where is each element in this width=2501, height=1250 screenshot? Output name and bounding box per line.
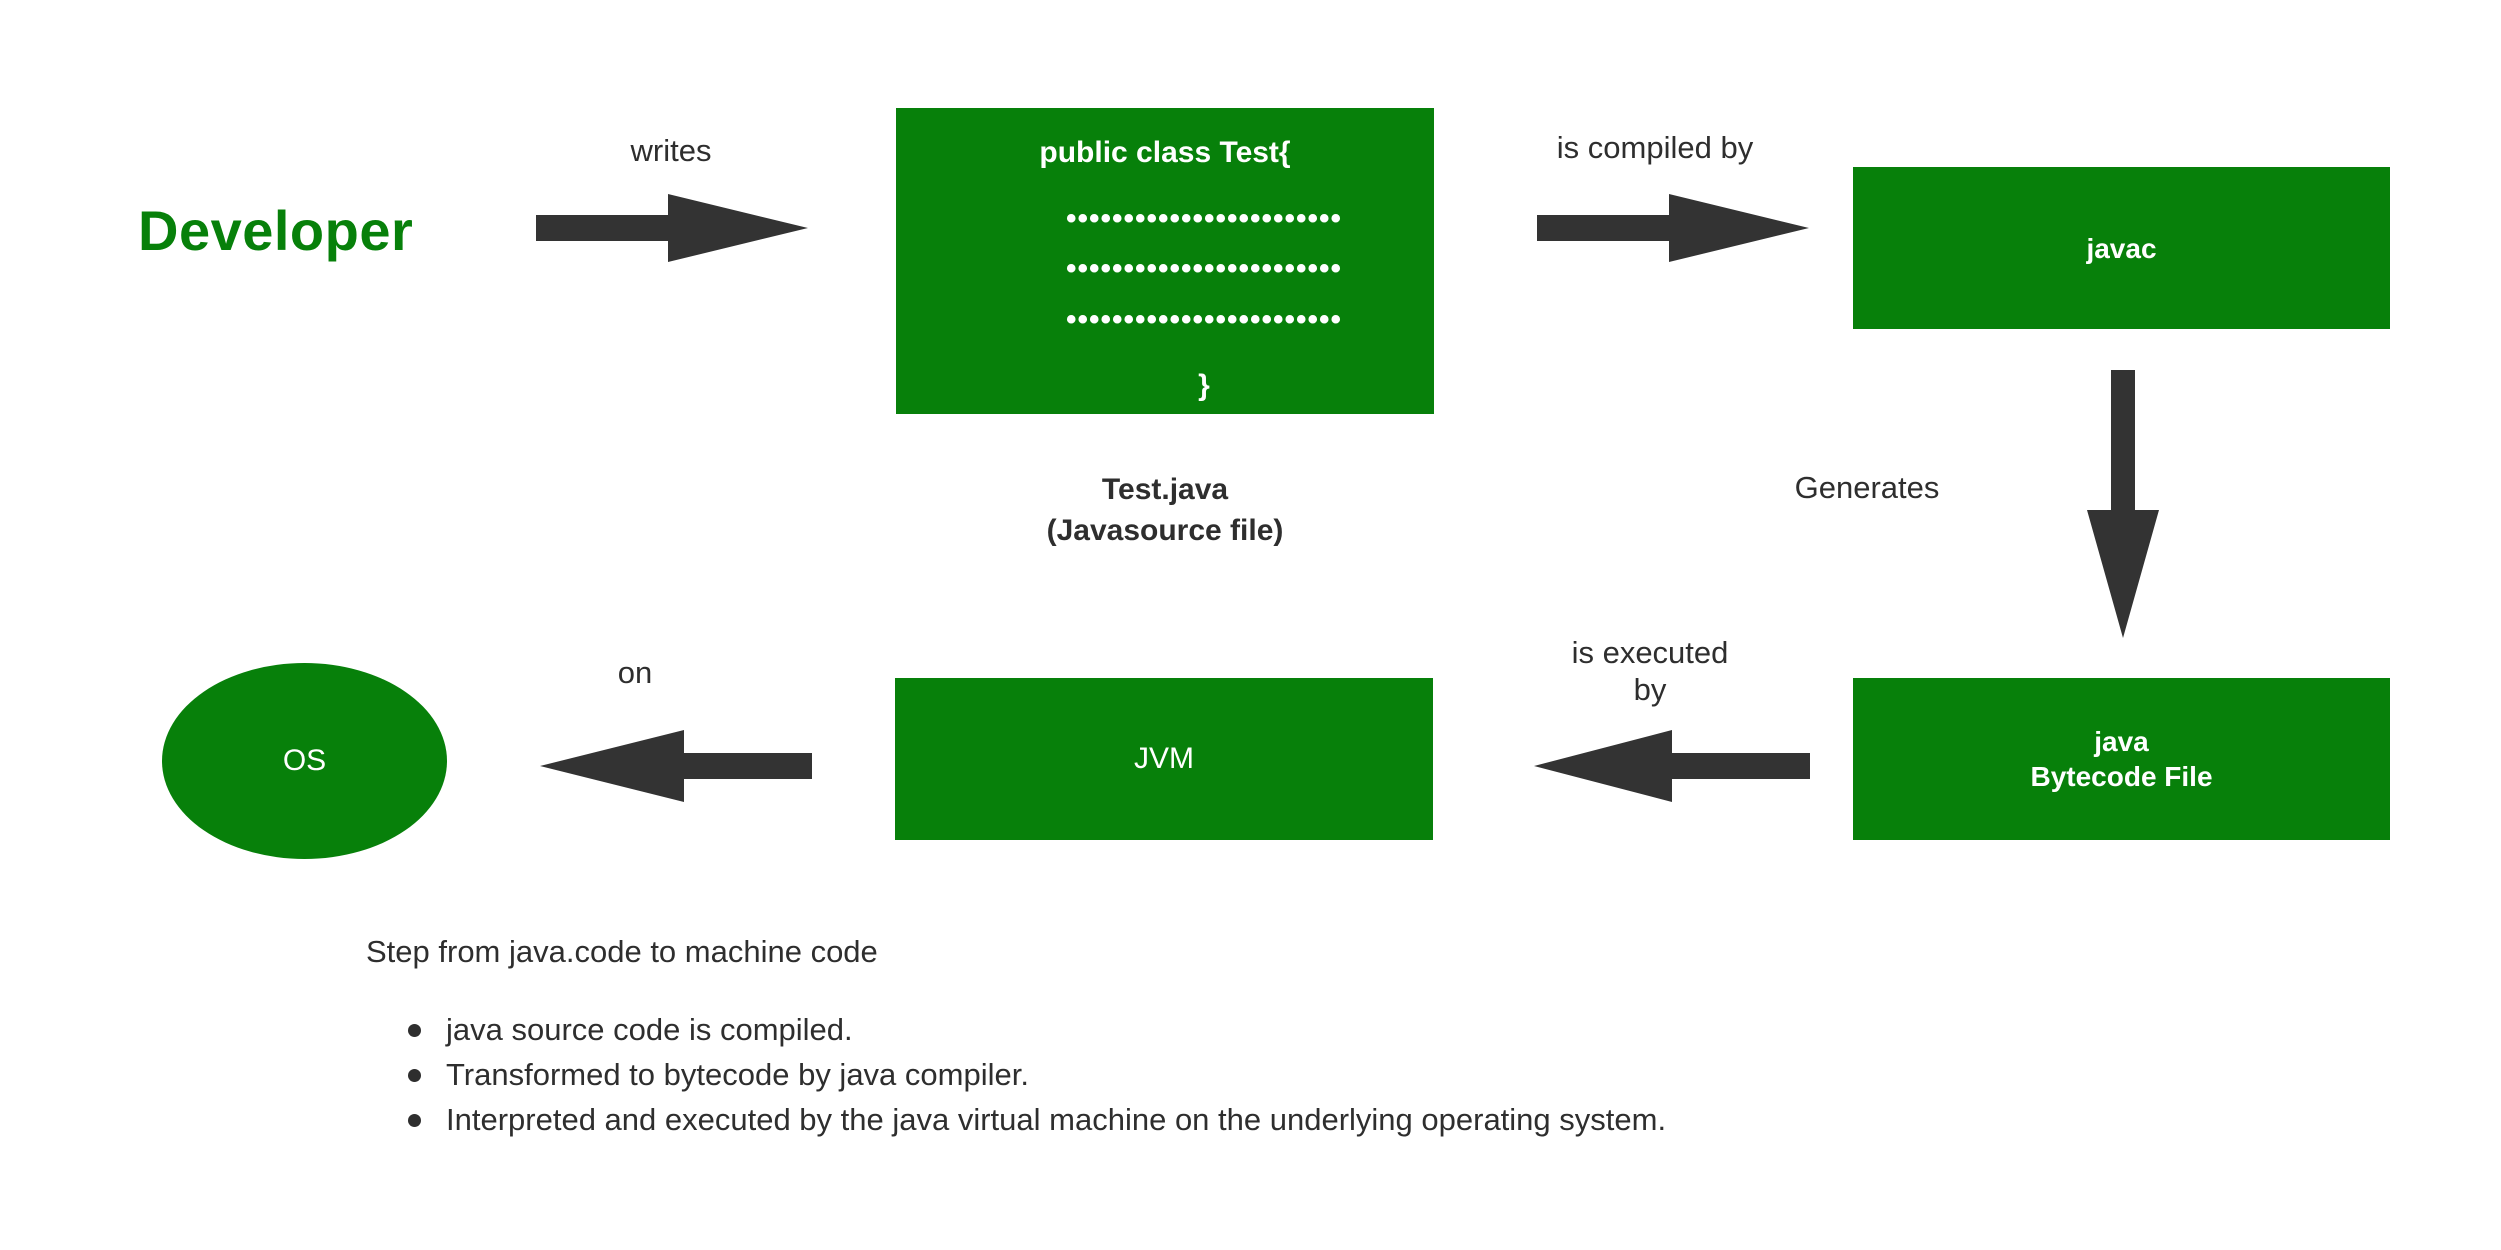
java-source-box: public class Test{ •••••••••••••••••••••… <box>896 108 1434 414</box>
bullet-icon <box>408 1024 421 1038</box>
source-file-name: Test.java <box>1101 473 1229 506</box>
bullet-icon <box>408 1069 421 1083</box>
jvm-box-label: JVM <box>1134 742 1194 776</box>
list-item: Interpreted and executed by the java vir… <box>392 1098 1712 1142</box>
list-item-text: Interpreted and executed by the java vir… <box>446 1102 1667 1138</box>
notes-list: java source code is compiled. Transforme… <box>392 1008 1712 1143</box>
bytecode-box-label-line-1: java <box>2094 726 2149 757</box>
arrow-is-compiled-by-icon <box>1537 190 1809 266</box>
notes-title: Step from java.code to machine code <box>366 934 878 969</box>
code-dots-line-3: •••••••••••••••••••••••• <box>1065 302 1343 336</box>
os-ellipse: OS <box>162 663 447 859</box>
code-dots-line-1: •••••••••••••••••••••••• <box>1065 201 1343 235</box>
bytecode-box-label-line-2: Bytecode File <box>2030 761 2213 792</box>
edge-label-is-compiled-by: is compiled by <box>1556 130 1754 165</box>
javac-box: javac <box>1853 167 2390 329</box>
source-file-kind: (Javasource file) <box>1046 513 1284 547</box>
bullet-icon <box>408 1114 421 1128</box>
developer-label: Developer <box>138 199 414 262</box>
arrow-on-icon <box>540 728 812 804</box>
code-closing-brace: } <box>1198 369 1210 402</box>
java-bytecode-box: java Bytecode File <box>1853 678 2390 840</box>
edge-label-is-executed-by: is executed by <box>1571 635 1729 707</box>
arrow-writes-icon <box>536 190 808 266</box>
arrow-generates-icon <box>2085 370 2161 638</box>
list-item-text: java source code is compiled. <box>446 1012 853 1047</box>
javac-box-label: javac <box>2086 232 2157 264</box>
list-item-text: Transformed to bytecode by java compiler… <box>446 1057 1029 1093</box>
arrow-is-executed-by-icon <box>1534 728 1810 804</box>
source-file-caption: Test.java (Javasource file) <box>896 470 1434 551</box>
code-dots-line-2: •••••••••••••••••••••••• <box>1065 252 1343 285</box>
edge-label-generates: Generates <box>1794 470 1940 505</box>
os-ellipse-label: OS <box>282 744 327 777</box>
list-item: java source code is compiled. <box>392 1008 1712 1052</box>
list-item: Transformed to bytecode by java compiler… <box>392 1053 1712 1097</box>
edge-label-writes: writes <box>630 133 712 168</box>
jvm-box: JVM <box>895 678 1433 840</box>
edge-label-on: on <box>617 655 653 690</box>
code-class-declaration: public class Test{ <box>1039 136 1291 169</box>
